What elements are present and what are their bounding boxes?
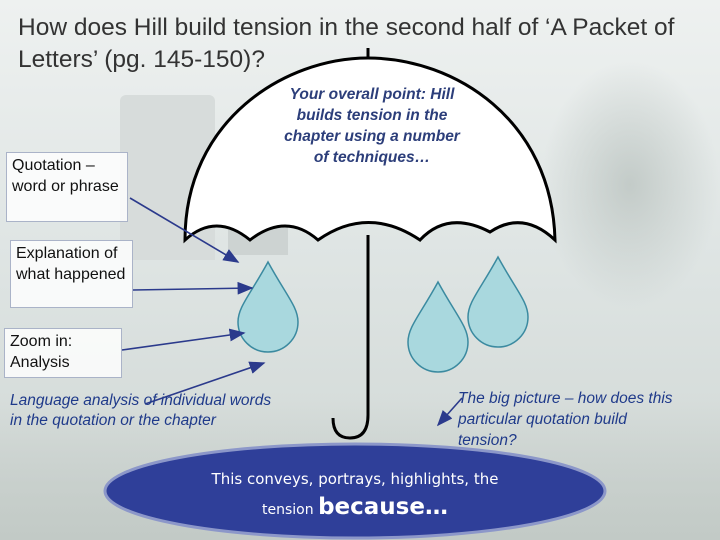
big-picture-text: The big picture – how does this particul… [458,390,673,449]
connector-arrows [121,197,463,427]
conclusion-ellipse [103,442,607,540]
tree-shape [540,60,720,310]
quotation-box: Quotation – word or phrase [6,152,128,222]
slide-title: How does Hill build tension in the secon… [18,14,675,73]
quotation-label: Quotation – word or phrase [12,157,119,195]
because-word: because… [318,494,448,520]
language-analysis-text: Language analysis of individual words in… [10,392,272,429]
explanation-label: Explanation of what happened [16,245,126,283]
tension-word: tension [262,502,319,518]
raindrop-icons [237,255,529,373]
zoom-label: Zoom in: Analysis [10,333,73,371]
overall-point-text: Your overall point: Hill builds tension … [284,86,460,166]
umbrella-icon [183,48,557,440]
conclusion-line-1: This conveys, portrays, highlights, the [211,470,499,488]
zoom-box: Zoom in: Analysis [4,328,122,378]
conclusion-line-2: tension because… [180,492,530,525]
conclusion-text: This conveys, portrays, highlights, the … [180,466,530,525]
explanation-box: Explanation of what happened [10,240,133,308]
